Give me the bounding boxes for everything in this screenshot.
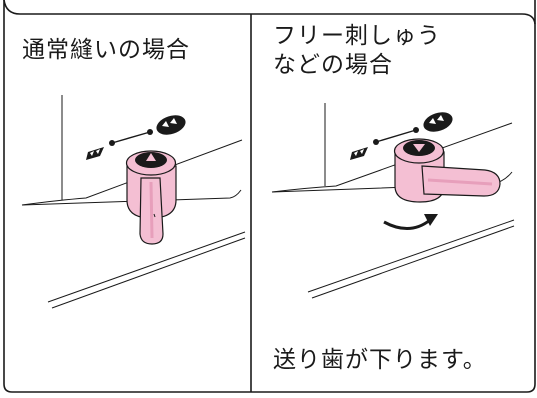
scale-dot-right	[413, 127, 419, 133]
machine-shelf	[21, 189, 242, 206]
top-border	[3, 0, 536, 25]
scale-line	[111, 131, 151, 144]
single-dog-symbol	[350, 147, 368, 160]
right-panel-title-line2: などの場合	[273, 52, 393, 78]
base-line-upper	[47, 231, 246, 303]
right-panel-caption: 送り歯が下ります。	[273, 347, 487, 373]
double-dog-symbol	[423, 112, 453, 132]
scale-dot-right	[147, 129, 153, 135]
machine-edge-top	[21, 139, 243, 206]
base-line-lower	[51, 237, 246, 309]
drop-feed-knob-normal	[125, 150, 177, 245]
left-panel-title: 通常縫いの場合	[22, 37, 190, 63]
left-illustration	[21, 95, 246, 309]
scale-dot-left	[373, 139, 379, 145]
curved-arrow-icon	[383, 214, 438, 230]
single-dog-symbol	[86, 147, 104, 160]
base-line-upper	[307, 219, 515, 293]
right-panel-title-line1: フリー刺しゅう	[273, 23, 441, 49]
outer-frame	[3, 0, 536, 393]
right-illustration	[271, 103, 515, 299]
scale-dot-left	[109, 140, 115, 146]
scale-line	[375, 129, 417, 143]
base-line-lower	[311, 225, 515, 299]
drop-feed-knob-free	[393, 138, 501, 203]
double-dog-symbol	[156, 115, 186, 135]
machine-edge-top	[271, 122, 513, 193]
